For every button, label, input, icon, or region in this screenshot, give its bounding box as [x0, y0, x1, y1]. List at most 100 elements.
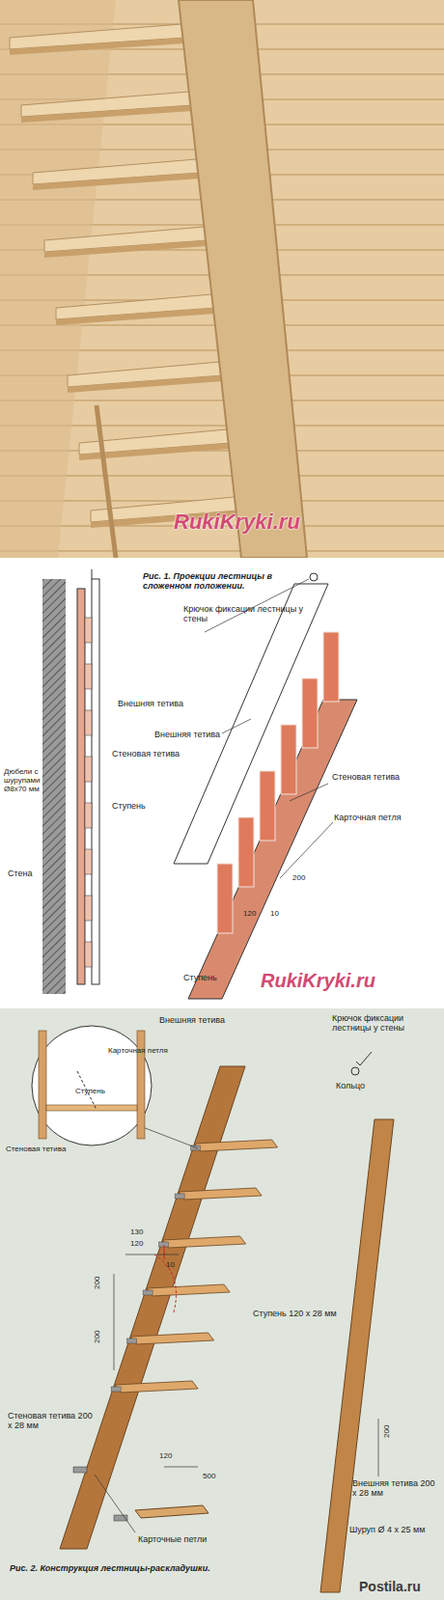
figure-caption: Рис. 1. Проекции лестницы в сложенном по…: [142, 571, 288, 592]
step: [323, 632, 339, 702]
step: [84, 617, 92, 643]
step: [131, 1332, 215, 1345]
part-label: Стеновая тетива: [332, 772, 439, 782]
step-edge: [21, 105, 194, 123]
loose-step: [135, 1505, 209, 1519]
wall-planks: [0, 0, 444, 558]
step: [217, 863, 233, 934]
dim-line: [113, 1274, 115, 1371]
step: [84, 803, 92, 829]
step: [84, 895, 92, 921]
leader: [222, 719, 251, 734]
step-edge: [44, 240, 208, 258]
part-label: Внешняя тетива 200 х 28 мм: [352, 1478, 440, 1499]
stair-beam: [178, 0, 307, 558]
step: [194, 1139, 278, 1152]
dimension: 200: [92, 1331, 102, 1344]
part-label: Ступень: [111, 801, 170, 811]
leader: [94, 1474, 136, 1533]
part-label: Крючок фиксации лестницы у стены: [332, 1013, 439, 1034]
step: [302, 678, 318, 749]
step: [84, 710, 92, 736]
dimension: 200: [382, 1425, 391, 1439]
part-label: Ступень: [183, 972, 218, 983]
part-label: Дюбели с шурупами Ø8х70 мм: [3, 767, 43, 795]
step: [238, 817, 254, 888]
hinge: [142, 1290, 153, 1296]
dimension: 120: [159, 1451, 172, 1461]
part-label: Карточная петля: [333, 812, 441, 823]
hinge: [127, 1338, 138, 1344]
steps: [217, 632, 339, 934]
watermark: Postila.ru: [359, 1579, 421, 1595]
dimension: 200: [292, 873, 306, 883]
ring: [351, 1067, 360, 1076]
part-label: Внешняя тетива: [154, 729, 222, 740]
hinge: [111, 1387, 121, 1392]
part-label: Стеновая тетива 200 х 28 мм: [7, 1411, 95, 1432]
ring: [309, 573, 318, 582]
step: [280, 724, 297, 795]
step: [146, 1284, 230, 1297]
outer-stringer: [91, 579, 100, 985]
outer-stringer: [320, 1119, 394, 1593]
wall: [42, 579, 66, 995]
dimension: 120: [243, 909, 256, 918]
step: [46, 1105, 138, 1111]
corner-post: [96, 405, 116, 558]
part-label: Карточные петли: [138, 1534, 216, 1545]
part-label: Стена: [7, 868, 47, 879]
steps: [111, 1139, 278, 1393]
step-edge: [55, 307, 216, 326]
dim-line: [125, 1254, 179, 1256]
figure-caption: Рис. 2. Конструкция лестницы-раскладушки…: [9, 1563, 222, 1574]
step: [84, 849, 92, 875]
step-edge: [32, 172, 201, 191]
dimension: 10: [270, 909, 279, 918]
hook: [91, 569, 93, 580]
dimension: 130: [130, 1227, 143, 1237]
dimension: 10: [166, 1260, 175, 1270]
part-label: Стеновая тетива: [5, 1144, 84, 1154]
detail-circle: [31, 1026, 152, 1146]
part-label: Ступень 120 х 28 мм: [252, 1308, 340, 1319]
steps-side: [84, 617, 92, 968]
part-label: Ступень: [75, 1086, 134, 1096]
side-wall: [0, 0, 116, 558]
watermark: RukiKryki.ru: [260, 970, 376, 993]
part-label: Внешняя тетива: [117, 698, 195, 709]
hinge: [73, 1467, 87, 1473]
hook: [356, 1052, 372, 1066]
part-label: Внешняя тетива: [159, 1015, 256, 1026]
step: [259, 771, 276, 841]
step: [84, 756, 92, 782]
dim-line: [378, 1418, 380, 1477]
hinge: [174, 1193, 185, 1199]
dimension: 500: [202, 1471, 216, 1481]
wall-stringer: [77, 588, 85, 985]
dimension: 120: [130, 1239, 143, 1249]
part-label: Крючок фиксации лестницы у стены: [183, 604, 309, 625]
part-label: Шуруп Ø 4 х 25 мм: [349, 1525, 439, 1535]
leader: [289, 783, 329, 802]
step: [163, 1236, 247, 1249]
dim-line: [164, 1245, 166, 1260]
step-edge: [9, 37, 186, 56]
step-edge: [67, 375, 223, 393]
step: [178, 1188, 262, 1200]
wall-stringer: [38, 1030, 47, 1139]
part-label: Стеновая тетива: [111, 749, 190, 759]
panel-ground: [0, 1008, 444, 1600]
dimension: 200: [92, 1276, 102, 1290]
dim-line: [164, 1467, 198, 1469]
step: [114, 1381, 198, 1393]
step: [84, 664, 92, 690]
leader: [279, 822, 333, 879]
wall-stringer: [188, 699, 358, 999]
fold-arc: [154, 1254, 177, 1313]
part-label: Кольцо: [335, 1081, 365, 1091]
watermark: RukiKryki.ru: [173, 509, 301, 534]
step: [84, 942, 92, 968]
part-label: Карточная петля: [108, 1046, 195, 1055]
